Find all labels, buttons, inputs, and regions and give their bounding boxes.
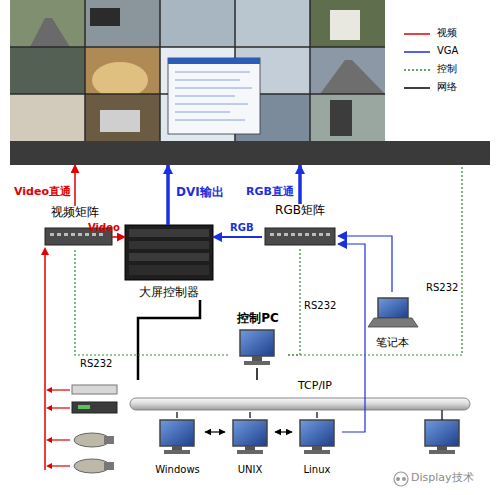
control-pc-icon	[240, 330, 274, 365]
node-label: 大屏控制器	[125, 286, 213, 300]
legend-text: 网络	[437, 81, 457, 93]
legend-sample	[404, 87, 430, 89]
control-pc: 控制PC	[228, 312, 288, 368]
connector	[256, 368, 258, 380]
edge-label: RS232	[304, 300, 336, 312]
connector	[288, 248, 300, 355]
legend-text: 视频	[437, 27, 457, 39]
node-label: UNIX	[225, 464, 275, 476]
edge-label: DVI输出	[176, 186, 224, 200]
unix-pc: UNIX	[225, 418, 275, 475]
legend-sample	[404, 51, 430, 53]
edge-label: RS232	[80, 358, 112, 370]
rgb-matrix: RGB矩阵	[262, 204, 338, 248]
video-sources	[41, 247, 117, 473]
connector	[75, 250, 228, 355]
edge-label: RGB	[230, 222, 254, 234]
node-label: 笔记本	[366, 337, 418, 350]
connector	[298, 165, 302, 204]
connector	[275, 431, 292, 432]
connector	[338, 236, 392, 292]
legend-text: 控制	[437, 63, 457, 75]
connector	[74, 165, 76, 206]
edge-label: Video直通	[14, 186, 71, 199]
node-label: Linux	[292, 464, 342, 476]
connector	[166, 165, 170, 225]
rgb-matrix-device	[265, 228, 335, 245]
connector	[213, 236, 262, 238]
laptop: 笔记本	[366, 292, 418, 350]
legend-sample	[404, 33, 430, 35]
edge-label: Video	[88, 222, 120, 234]
legend-sample	[404, 69, 430, 71]
connector	[316, 412, 317, 418]
node-label: 控制PC	[228, 312, 288, 326]
node-label: RGB矩阵	[262, 204, 338, 218]
network-bus	[130, 398, 470, 410]
workstation-icons	[160, 410, 459, 454]
legend-text: VGA	[437, 45, 458, 57]
watermark: Display技术	[411, 472, 474, 485]
connector	[138, 300, 200, 380]
connector	[338, 244, 365, 432]
connector	[176, 412, 177, 418]
node-label: TCP/IP	[298, 380, 332, 393]
wall-tiles	[10, 0, 490, 165]
node-label: Windows	[150, 464, 205, 476]
edge-label: RS232	[426, 282, 458, 294]
watermark-icon	[394, 472, 408, 486]
screen-controller: 大屏控制器	[125, 225, 213, 300]
connector	[205, 431, 225, 432]
laptop-icon	[368, 298, 418, 327]
tcpip-network: TCP/IP	[130, 380, 470, 412]
edge-label: RGB直通	[246, 186, 294, 199]
linux-pc: Linux	[292, 418, 342, 475]
connector	[249, 412, 250, 418]
node-label: 视频矩阵	[38, 206, 112, 220]
connector	[288, 165, 462, 355]
controller-device	[125, 225, 213, 280]
connector	[112, 236, 125, 238]
windows-pc: Windows	[150, 418, 205, 475]
video-wall	[10, 0, 490, 165]
